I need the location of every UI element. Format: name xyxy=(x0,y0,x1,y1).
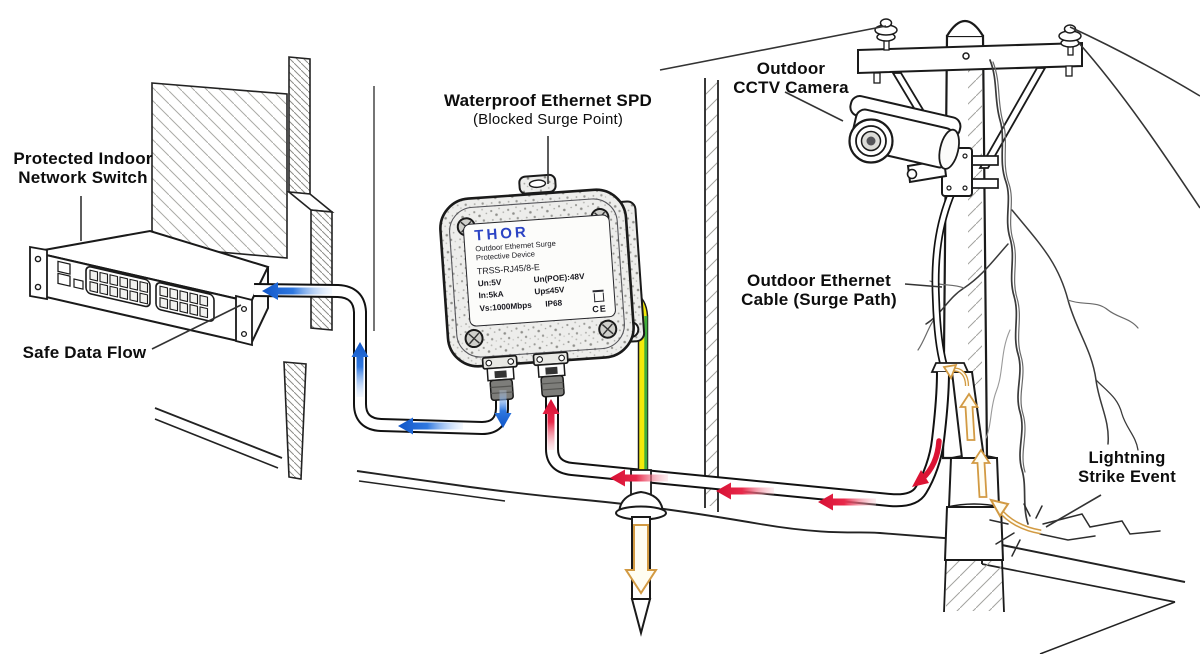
red-arrow-left-2 xyxy=(716,482,774,500)
label-safe-data-flow: Safe Data Flow xyxy=(12,343,157,362)
strike-cracks xyxy=(989,503,1161,557)
data-flow-arrows xyxy=(262,282,512,435)
label-line: Protected Indoor xyxy=(13,149,153,168)
red-arrow-left-3 xyxy=(818,493,876,511)
insulator-right xyxy=(1058,24,1082,56)
spec-unpoe: Un(POE):48V xyxy=(533,271,585,285)
label-line: Safe Data Flow xyxy=(22,343,147,362)
earth-surge-arrows xyxy=(624,363,1042,595)
blue-arrow-up-riser xyxy=(351,342,369,397)
blue-arrow-into-switch xyxy=(262,282,332,300)
spec-vs: Vs:1000Mbps xyxy=(479,301,533,314)
spec-un: Un:5V xyxy=(477,277,502,289)
cable-gland-left xyxy=(481,354,518,402)
label-protected-switch: Protected Indoor Network Switch xyxy=(0,149,166,187)
label-ethernet-cable: Outdoor Ethernet Cable (Surge Path) xyxy=(710,271,928,309)
label-line: Network Switch xyxy=(18,168,148,187)
leader-lightning xyxy=(1045,494,1102,528)
label-line: Waterproof Ethernet SPD xyxy=(444,91,652,110)
tan-arrow-up-pole-2 xyxy=(970,448,992,498)
label-line: Outdoor xyxy=(756,59,826,78)
label-line: Lightning xyxy=(1088,449,1166,467)
surge-flow-arrows xyxy=(542,399,942,511)
data-cable xyxy=(253,283,509,436)
label-line: Cable (Surge Path) xyxy=(741,290,897,309)
cable-gland-right xyxy=(532,351,569,398)
spd-faceplate-label: THOR Outdoor Ethernet Surge Protective D… xyxy=(462,213,617,328)
red-arrow-left-1 xyxy=(610,469,668,487)
network-switch-illustration xyxy=(29,229,270,347)
blue-arrow-down-from-spd xyxy=(494,390,512,428)
label-line: CCTV Camera xyxy=(733,78,849,97)
spec-up: Up≤45V xyxy=(534,285,565,297)
spec-in: In:5kA xyxy=(478,289,504,301)
rack-ear-right xyxy=(235,294,253,347)
label-line: Strike Event xyxy=(1078,468,1176,486)
label-line: Outdoor Ethernet xyxy=(747,271,891,290)
insulator-left xyxy=(874,18,898,51)
ce-mark: CE xyxy=(591,303,608,315)
leader-safe-flow xyxy=(151,304,242,350)
label-cctv-camera: Outdoor CCTV Camera xyxy=(700,59,882,97)
label-lightning-strike: Lightning Strike Event xyxy=(1042,449,1200,487)
cctv-camera-illustration xyxy=(848,95,999,197)
indoor-wall-illustration xyxy=(151,56,375,480)
red-arrow-up-into-spd xyxy=(542,399,560,450)
tan-arrow-hairpin xyxy=(942,363,958,380)
utility-pole-illustration xyxy=(659,18,1200,613)
rack-ear-left xyxy=(29,245,48,301)
ground-surface xyxy=(356,470,1186,654)
leader-cable xyxy=(904,283,943,288)
outdoor-wall-illustration xyxy=(704,78,719,512)
spec-ip: IP68 xyxy=(545,298,563,310)
label-waterproof-spd: Waterproof Ethernet SPD (Blocked Surge P… xyxy=(427,91,669,129)
switch-front-panel xyxy=(57,260,215,322)
tan-arrow-strike-curve xyxy=(989,498,1010,518)
weee-bin-icon xyxy=(593,292,605,303)
leader-lines xyxy=(80,91,1102,528)
blue-arrow-left xyxy=(398,417,463,435)
tan-arrow-down-earth xyxy=(624,524,658,595)
tan-arrow-up-pole-1 xyxy=(958,392,980,441)
label-line: (Blocked Surge Point) xyxy=(472,111,624,128)
surge-cable xyxy=(545,371,950,508)
leader-camera xyxy=(784,91,844,122)
